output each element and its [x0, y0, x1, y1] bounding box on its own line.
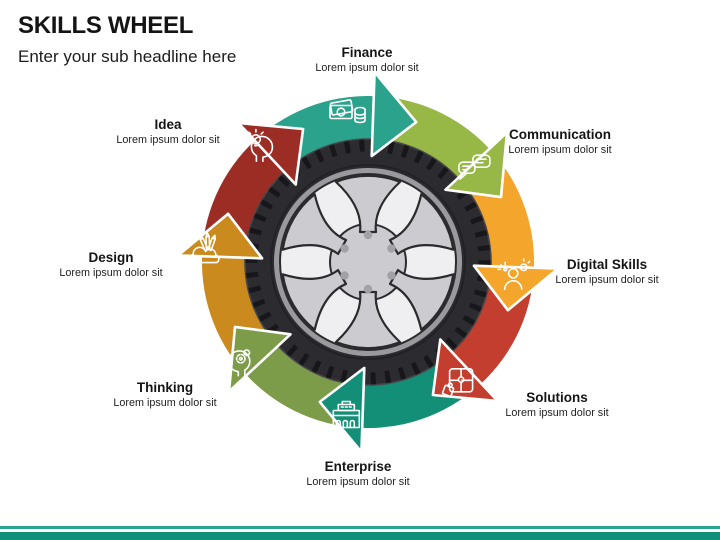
segment-title: Design [88, 250, 134, 265]
wheel-lug-nut [340, 271, 349, 280]
segment-desc: Lorem ipsum dolor sit [505, 406, 609, 419]
page-title: SKILLS WHEEL [18, 12, 194, 39]
segment-arrow-body-enterprise [336, 352, 466, 429]
wheel-lug-nut [387, 244, 396, 253]
segment-arrow-head-finance [370, 70, 418, 158]
wheel-lug-nut [363, 284, 373, 294]
slide-header: SKILLS WHEEL Enter your sub headline her… [18, 12, 236, 67]
wheel-spoke [334, 174, 402, 234]
person-idea-icon [497, 258, 533, 291]
alloy-rim [274, 168, 462, 356]
building-icon [332, 400, 361, 429]
segment-arrow-body-finance [270, 95, 400, 172]
wheel-spoke [388, 193, 455, 256]
pencils-cloud-icon [189, 232, 220, 264]
wheel-spoke [388, 268, 455, 331]
segment-desc: Lorem ipsum dolor sit [555, 273, 659, 286]
head-gears-icon [227, 349, 251, 377]
segment-desc: Lorem ipsum dolor sit [113, 396, 217, 409]
wheel-spoke [281, 268, 348, 331]
segment-desc: Lorem ipsum dolor sit [306, 475, 410, 488]
wheel-lug-nut [363, 230, 373, 240]
segment-arrow-body-design [201, 230, 278, 360]
segment-desc: Lorem ipsum dolor sit [508, 143, 612, 156]
wheel-spoke [334, 290, 402, 350]
segment-arrow-body-digital-skills [458, 164, 535, 294]
segment-arrow-head-digital-skills [472, 264, 560, 312]
wheel-spoke [281, 193, 348, 256]
tire-tread [245, 139, 491, 385]
segment-title: Idea [154, 117, 182, 132]
segment-arrow-head-communication [444, 131, 509, 199]
money-coins-icon [329, 99, 366, 124]
footer-accent-line [0, 526, 720, 529]
footer-accent-bar [0, 531, 720, 540]
segment-desc: Lorem ipsum dolor sit [59, 266, 163, 279]
segment-title: Digital Skills [566, 257, 648, 272]
wheel-lug-nut [387, 271, 396, 280]
segment-title: Finance [341, 45, 393, 60]
wheel-lug-nut [340, 244, 349, 253]
page-subtitle: Enter your sub headline here [18, 47, 237, 66]
segment-title: Enterprise [324, 459, 392, 474]
segment-desc: Lorem ipsum dolor sit [116, 133, 220, 146]
segment-desc: Lorem ipsum dolor sit [315, 61, 419, 74]
speech-bubbles-icon [458, 154, 491, 180]
puzzle-icon [441, 367, 474, 398]
segment-title: Thinking [136, 380, 194, 395]
segment-icons [189, 99, 533, 429]
head-bulb-icon [245, 128, 274, 162]
segment-title: Communication [508, 127, 611, 142]
segment-title: Solutions [526, 390, 588, 405]
